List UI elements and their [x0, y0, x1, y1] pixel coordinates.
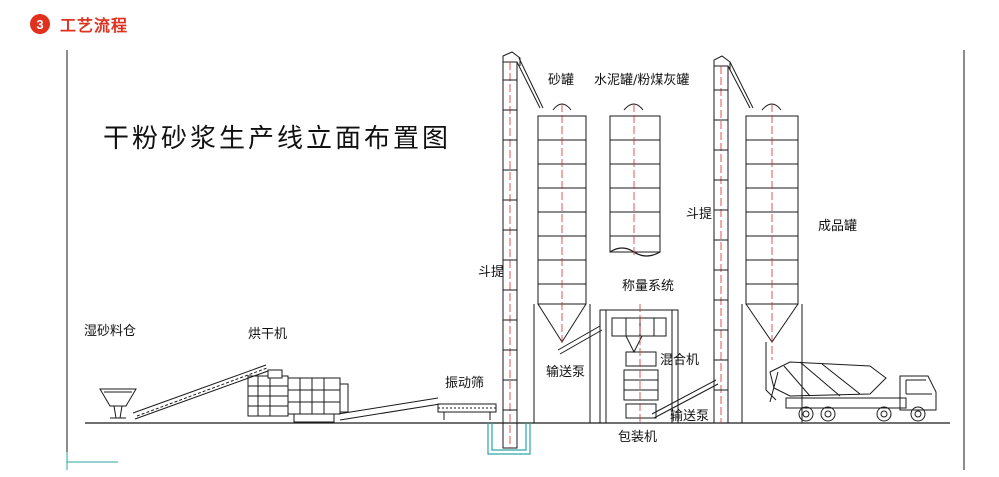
drawing-frame: [66, 50, 965, 470]
section-number-badge: 3: [30, 14, 50, 34]
label-vibrating-screen: 振动筛: [445, 376, 484, 391]
label-bucket-elevator-right: 斗提: [686, 206, 712, 222]
section-title: 工艺流程: [60, 16, 129, 35]
product-tank: [741, 103, 803, 423]
cement-ash-tank: [609, 103, 661, 257]
weighing-mixing-station: [599, 304, 679, 424]
label-product-tank: 成品罐: [818, 219, 857, 234]
vibrating-screen: [437, 403, 497, 420]
label-conveyor-pump-right: 输送泵: [670, 408, 709, 424]
elevator-pit: [487, 423, 531, 455]
dryer: [247, 369, 349, 423]
belt-conveyor-2: [337, 397, 441, 421]
label-weighing-system: 称量系统: [622, 279, 674, 294]
label-bucket-elevator-left: 斗提: [478, 264, 504, 280]
drawing-title: 干粉砂浆生产线立面布置图: [103, 124, 451, 154]
section-header: 3 工艺流程: [30, 12, 128, 36]
label-mixer: 混合机: [660, 353, 699, 368]
sand-tank: [533, 103, 603, 423]
label-wet-sand-bin: 湿砂料仓: [84, 324, 136, 339]
label-packing-machine: 包装机: [618, 430, 657, 445]
label-cement-ash-tank: 水泥罐/粉煤灰罐: [594, 73, 689, 88]
label-dryer: 烘干机: [248, 327, 287, 342]
belt-conveyor-1: [132, 364, 269, 420]
wet-sand-bin: [99, 388, 137, 419]
bucket-elevator-right: [713, 55, 754, 424]
bucket-elevator-left: [502, 51, 544, 449]
label-conveyor-pump-left: 输送泵: [546, 364, 585, 380]
label-sand-tank: 砂罐: [548, 73, 574, 88]
mixer-truck: [769, 361, 937, 422]
conveyor-pump-right: [651, 379, 719, 419]
